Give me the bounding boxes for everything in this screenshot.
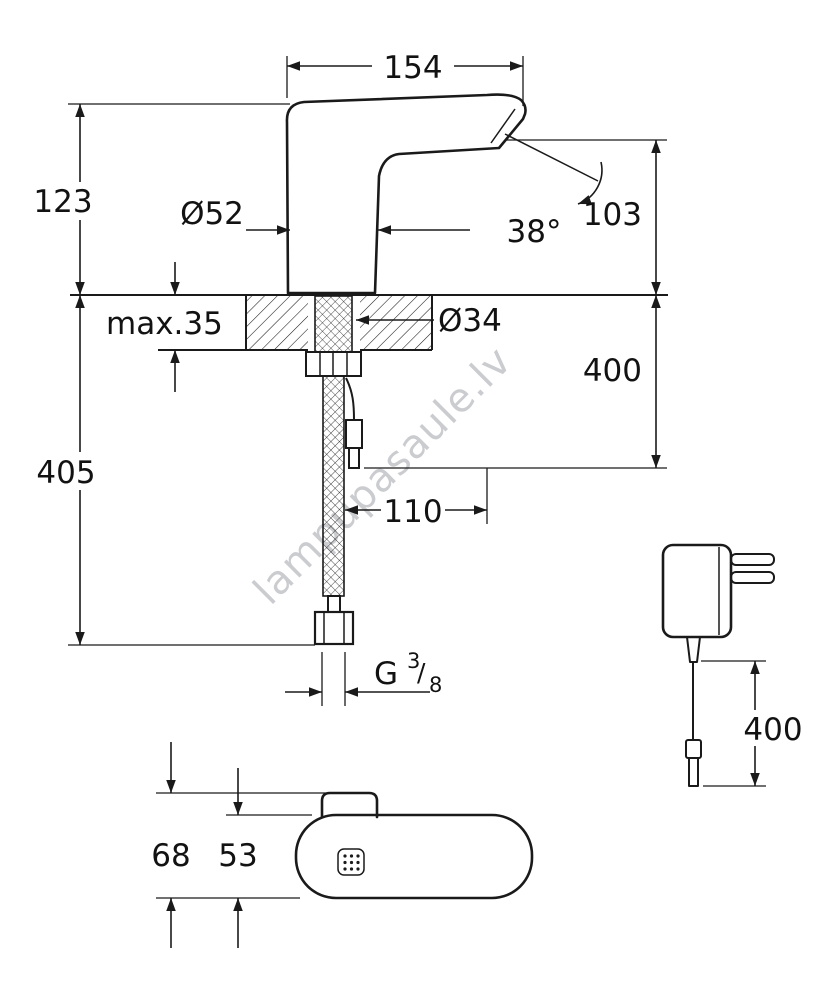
dim-label-154: 154 xyxy=(383,50,442,86)
faucet-outline xyxy=(285,93,527,295)
thread-numerator-text: 3 xyxy=(407,649,420,673)
dim-top-view-68: 68 xyxy=(151,742,332,948)
deck-hatch-right xyxy=(360,296,432,350)
faucet-side-view xyxy=(285,93,527,295)
psu-connector-tip xyxy=(688,757,699,787)
dim-label-123: 123 xyxy=(33,184,92,220)
sensor-dots xyxy=(343,854,360,871)
dim-label-dia52: Ø52 xyxy=(180,196,244,232)
sensor-window xyxy=(337,848,365,876)
watermark-text: lampupasaule.lv xyxy=(245,338,521,614)
plug-connector-tip xyxy=(348,447,360,469)
shank-and-hose xyxy=(305,295,362,646)
sensor-cable-plug xyxy=(345,377,363,469)
psu-body xyxy=(661,543,733,639)
top-view-spout-protrusion xyxy=(320,791,379,819)
thread-denominator-text: 8 xyxy=(429,673,442,697)
dim-spout-angle-38: 38° xyxy=(504,133,603,250)
hex-nut-g38 xyxy=(313,610,355,646)
thread-slash-text: / xyxy=(417,658,426,687)
psu-connector-body xyxy=(685,739,702,759)
dim-outlet-height-103: 103 xyxy=(505,139,667,295)
dim-psu-cable-400: 400 xyxy=(701,660,808,787)
dim-cable-length-400: 400 xyxy=(364,295,667,469)
dim-total-height-405: 405 xyxy=(32,295,315,646)
psu-plug-pin-top xyxy=(730,553,775,566)
dim-label-110: 110 xyxy=(383,494,442,530)
dim-label-68: 68 xyxy=(151,838,190,874)
dim-body-diameter-52: Ø52 xyxy=(180,196,470,235)
braided-hose xyxy=(322,375,345,597)
threaded-shank xyxy=(314,295,353,353)
thread-label-g38: G 3 / 8 xyxy=(285,649,442,706)
power-supply-unit: 400 xyxy=(661,543,808,787)
dim-label-405: 405 xyxy=(36,455,95,491)
hose-collar xyxy=(327,595,341,613)
dim-label-psu-400: 400 xyxy=(743,712,802,748)
dim-label-53: 53 xyxy=(218,838,257,874)
thread-g-text: G xyxy=(374,656,398,692)
plug-connector-body xyxy=(345,419,363,449)
faucet-top-view: 68 53 xyxy=(151,742,534,948)
dim-top-view-53: 53 xyxy=(218,768,312,948)
top-view-body xyxy=(294,813,534,900)
deck-hatch-left xyxy=(246,296,308,350)
dim-label-38deg: 38° xyxy=(507,214,562,250)
dim-label-max35: max.35 xyxy=(106,306,223,342)
dim-label-400: 400 xyxy=(583,353,642,389)
mounting-deck xyxy=(70,294,668,351)
dim-label-dia34: Ø34 xyxy=(438,303,502,339)
dim-height-123: 123 xyxy=(32,103,290,295)
spout-mouth-line xyxy=(490,108,516,144)
dim-hole-diameter-34: Ø34 xyxy=(356,303,502,339)
dim-plug-distance-110: 110 xyxy=(345,468,488,530)
dim-label-103: 103 xyxy=(583,197,642,233)
dim-deck-thickness-max35: max.35 xyxy=(106,262,223,392)
psu-strain-relief xyxy=(686,636,701,663)
psu-plug-pin-bottom xyxy=(730,571,775,584)
dim-spout-reach-154: 154 xyxy=(286,48,524,106)
